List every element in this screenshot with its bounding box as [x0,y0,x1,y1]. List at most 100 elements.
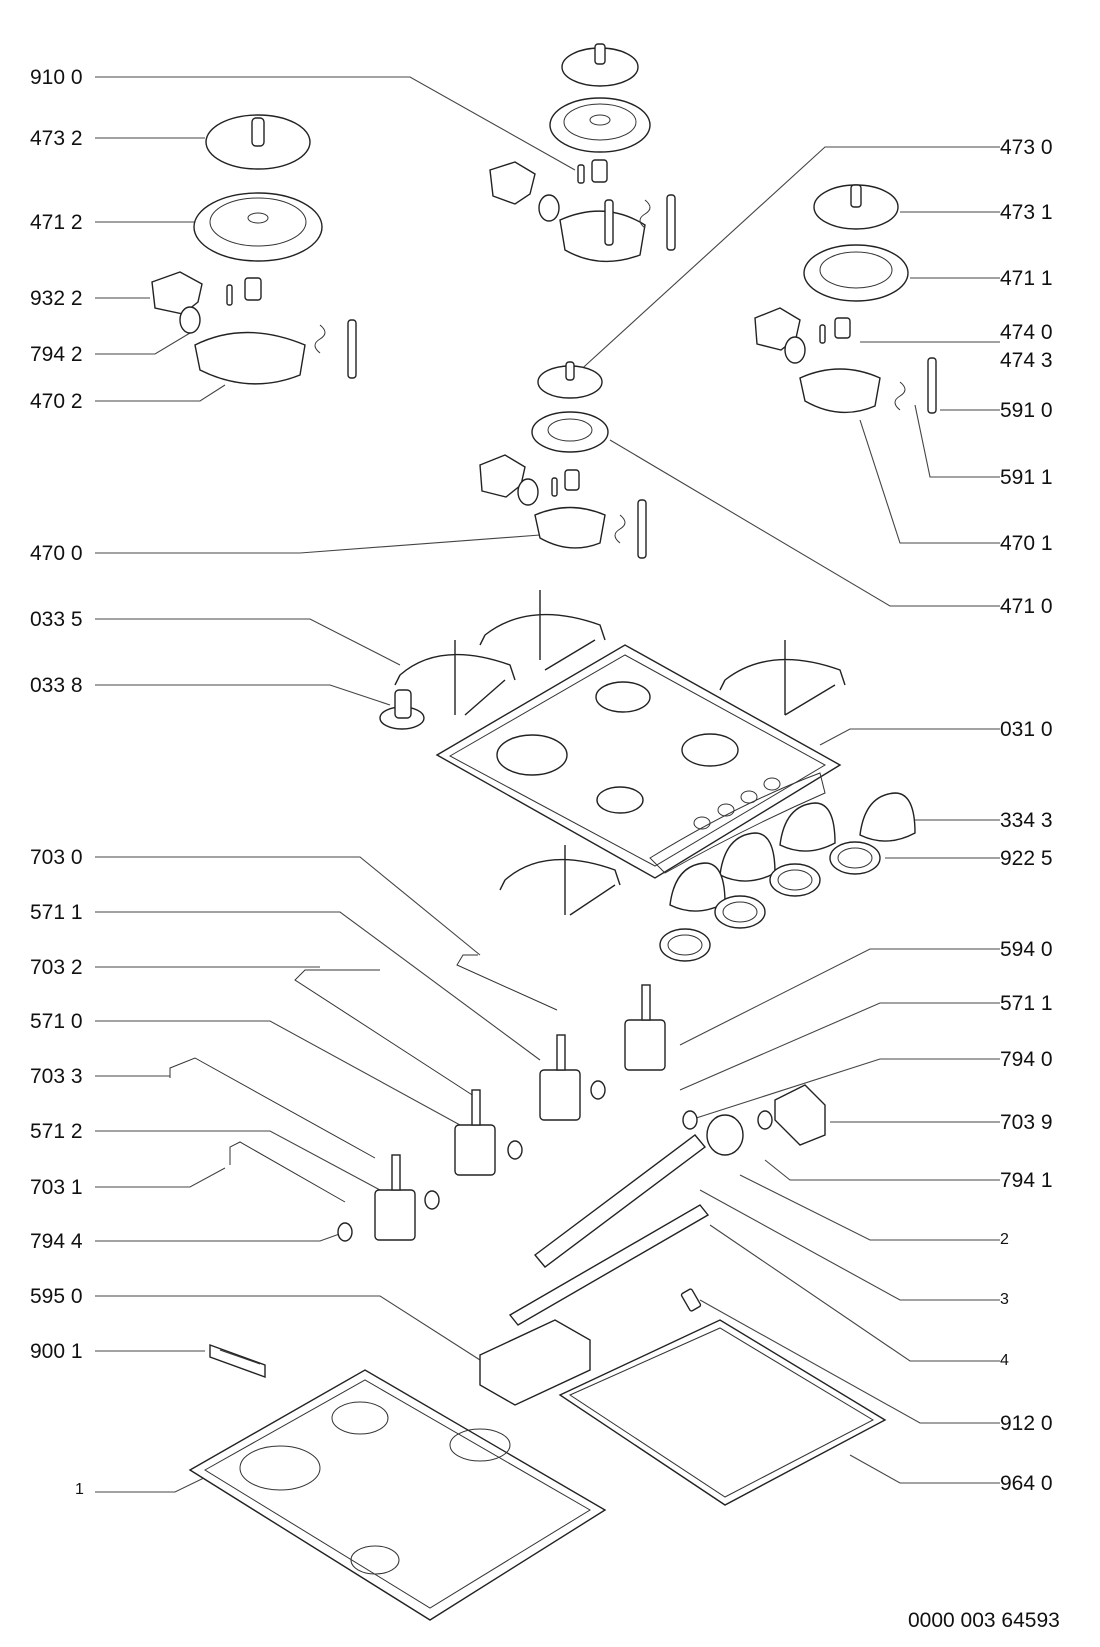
callout-591-0: 591 0 [1000,399,1053,422]
gas-taps [374,984,666,1241]
callout-571-0: 571 0 [30,1010,83,1033]
callout-4: 4 [1000,1352,1009,1369]
callout-964-0: 964 0 [1000,1472,1053,1495]
gas-manifold [533,1134,707,1268]
leader-794-4 [95,1231,346,1242]
leader-794-2 [95,329,196,355]
leader-571-0 [95,1020,461,1126]
callout-794-0: 794 0 [1000,1048,1053,1071]
leader-703-1 [95,1167,226,1188]
callout-703-2: 703 2 [30,956,83,979]
leader-964-0 [849,1454,1000,1484]
leader-595-0 [95,1295,481,1361]
leader-703-0 [95,856,481,956]
callout-470-1: 470 1 [1000,532,1053,555]
callout-703-1: 703 1 [30,1176,83,1199]
callout-922-5: 922 5 [1000,847,1053,870]
callout-932-2: 932 2 [30,287,83,310]
leader-2 [739,1174,1000,1241]
gasket-frame [558,1319,887,1506]
callout-474-0: 474 0 [1000,321,1053,344]
screw [680,1288,702,1312]
callout-473-0: 473 0 [1000,136,1053,159]
callout-3: 3 [1000,1291,1009,1308]
leader-591-1 [914,404,1000,478]
leader-470-2 [95,384,226,402]
elbow-connector [706,1084,826,1156]
callout-033-5: 033 5 [30,608,83,631]
callout-594-0: 594 0 [1000,938,1053,961]
leader-471-0 [609,439,1000,607]
knob-bezels [659,841,881,962]
callout-473-1: 473 1 [1000,201,1053,224]
leader-594-0 [679,948,1000,1046]
callout-571-1-right: 571 1 [1000,992,1053,1015]
callout-703-9: 703 9 [1000,1111,1053,1134]
burner-assembly-top-left [151,114,357,385]
callout-794-4: 794 4 [30,1230,83,1253]
callout-033-8: 033 8 [30,674,83,697]
callout-794-2: 794 2 [30,343,83,366]
callout-591-1: 591 1 [1000,466,1053,489]
pan-support-4 [499,845,621,916]
callout-571-2: 571 2 [30,1120,83,1143]
leader-4 [709,1224,1000,1362]
callout-471-2: 471 2 [30,211,83,234]
burner-assembly-top-right [754,184,937,414]
knob [379,689,425,730]
leader-571-2 [95,1130,381,1191]
burner-assembly-center [479,361,647,559]
callout-910-0: 910 0 [30,66,83,89]
callout-571-1-left: 571 1 [30,901,83,924]
callout-1: 1 [75,1481,84,1498]
ignition-rail [508,1204,710,1326]
gas-pipes [169,954,558,1203]
leader-912-0 [699,1299,1000,1424]
leader-571-1-left [95,911,541,1061]
leader-lines-left [95,76,576,1493]
callout-470-0: 470 0 [30,542,83,565]
leader-794-0 [689,1058,1000,1121]
callout-703-3: 703 3 [30,1065,83,1088]
gas-tap-3 [539,1034,581,1121]
pan-support-1 [394,640,516,716]
callout-474-3: 474 3 [1000,349,1053,372]
bottom-tray [188,1369,607,1621]
control-knobs [669,792,916,912]
leader-lines-right [574,146,1000,1484]
leader-033-5 [95,618,401,666]
gas-tap-4 [624,984,666,1071]
callout-595-0: 595 0 [30,1285,83,1308]
leader-794-1 [764,1159,1000,1181]
leader-470-1 [859,419,1000,544]
leader-910-0 [95,76,576,171]
leader-031-0 [819,728,1000,746]
callout-2: 2 [1000,1231,1009,1248]
leader-473-0 [574,146,1000,376]
callout-471-1: 471 1 [1000,267,1053,290]
ignition-unit [479,1319,591,1406]
pan-supports [394,590,846,916]
callout-334-3: 334 3 [1000,809,1053,832]
callout-473-2: 473 2 [30,127,83,150]
leader-3 [699,1189,1000,1301]
leader-1 [95,1474,211,1493]
callout-794-1: 794 1 [1000,1169,1053,1192]
document-number: 0000 003 64593 [908,1609,1060,1632]
gas-tap-1 [374,1154,416,1241]
gas-tap-2 [454,1089,496,1176]
burner-assembly-top-center [489,43,676,263]
cable-clamp [209,1344,266,1378]
leader-470-0 [95,534,541,554]
callout-031-0: 031 0 [1000,718,1053,741]
leader-571-1-right [679,1002,1000,1091]
callout-900-1: 900 1 [30,1340,83,1363]
pan-support-3 [719,640,846,716]
callout-703-0: 703 0 [30,846,83,869]
callout-470-2: 470 2 [30,390,83,413]
hob-top-panel [435,644,842,879]
callout-912-0: 912 0 [1000,1412,1053,1435]
seal-rings [337,1080,773,1242]
callout-471-0: 471 0 [1000,595,1053,618]
